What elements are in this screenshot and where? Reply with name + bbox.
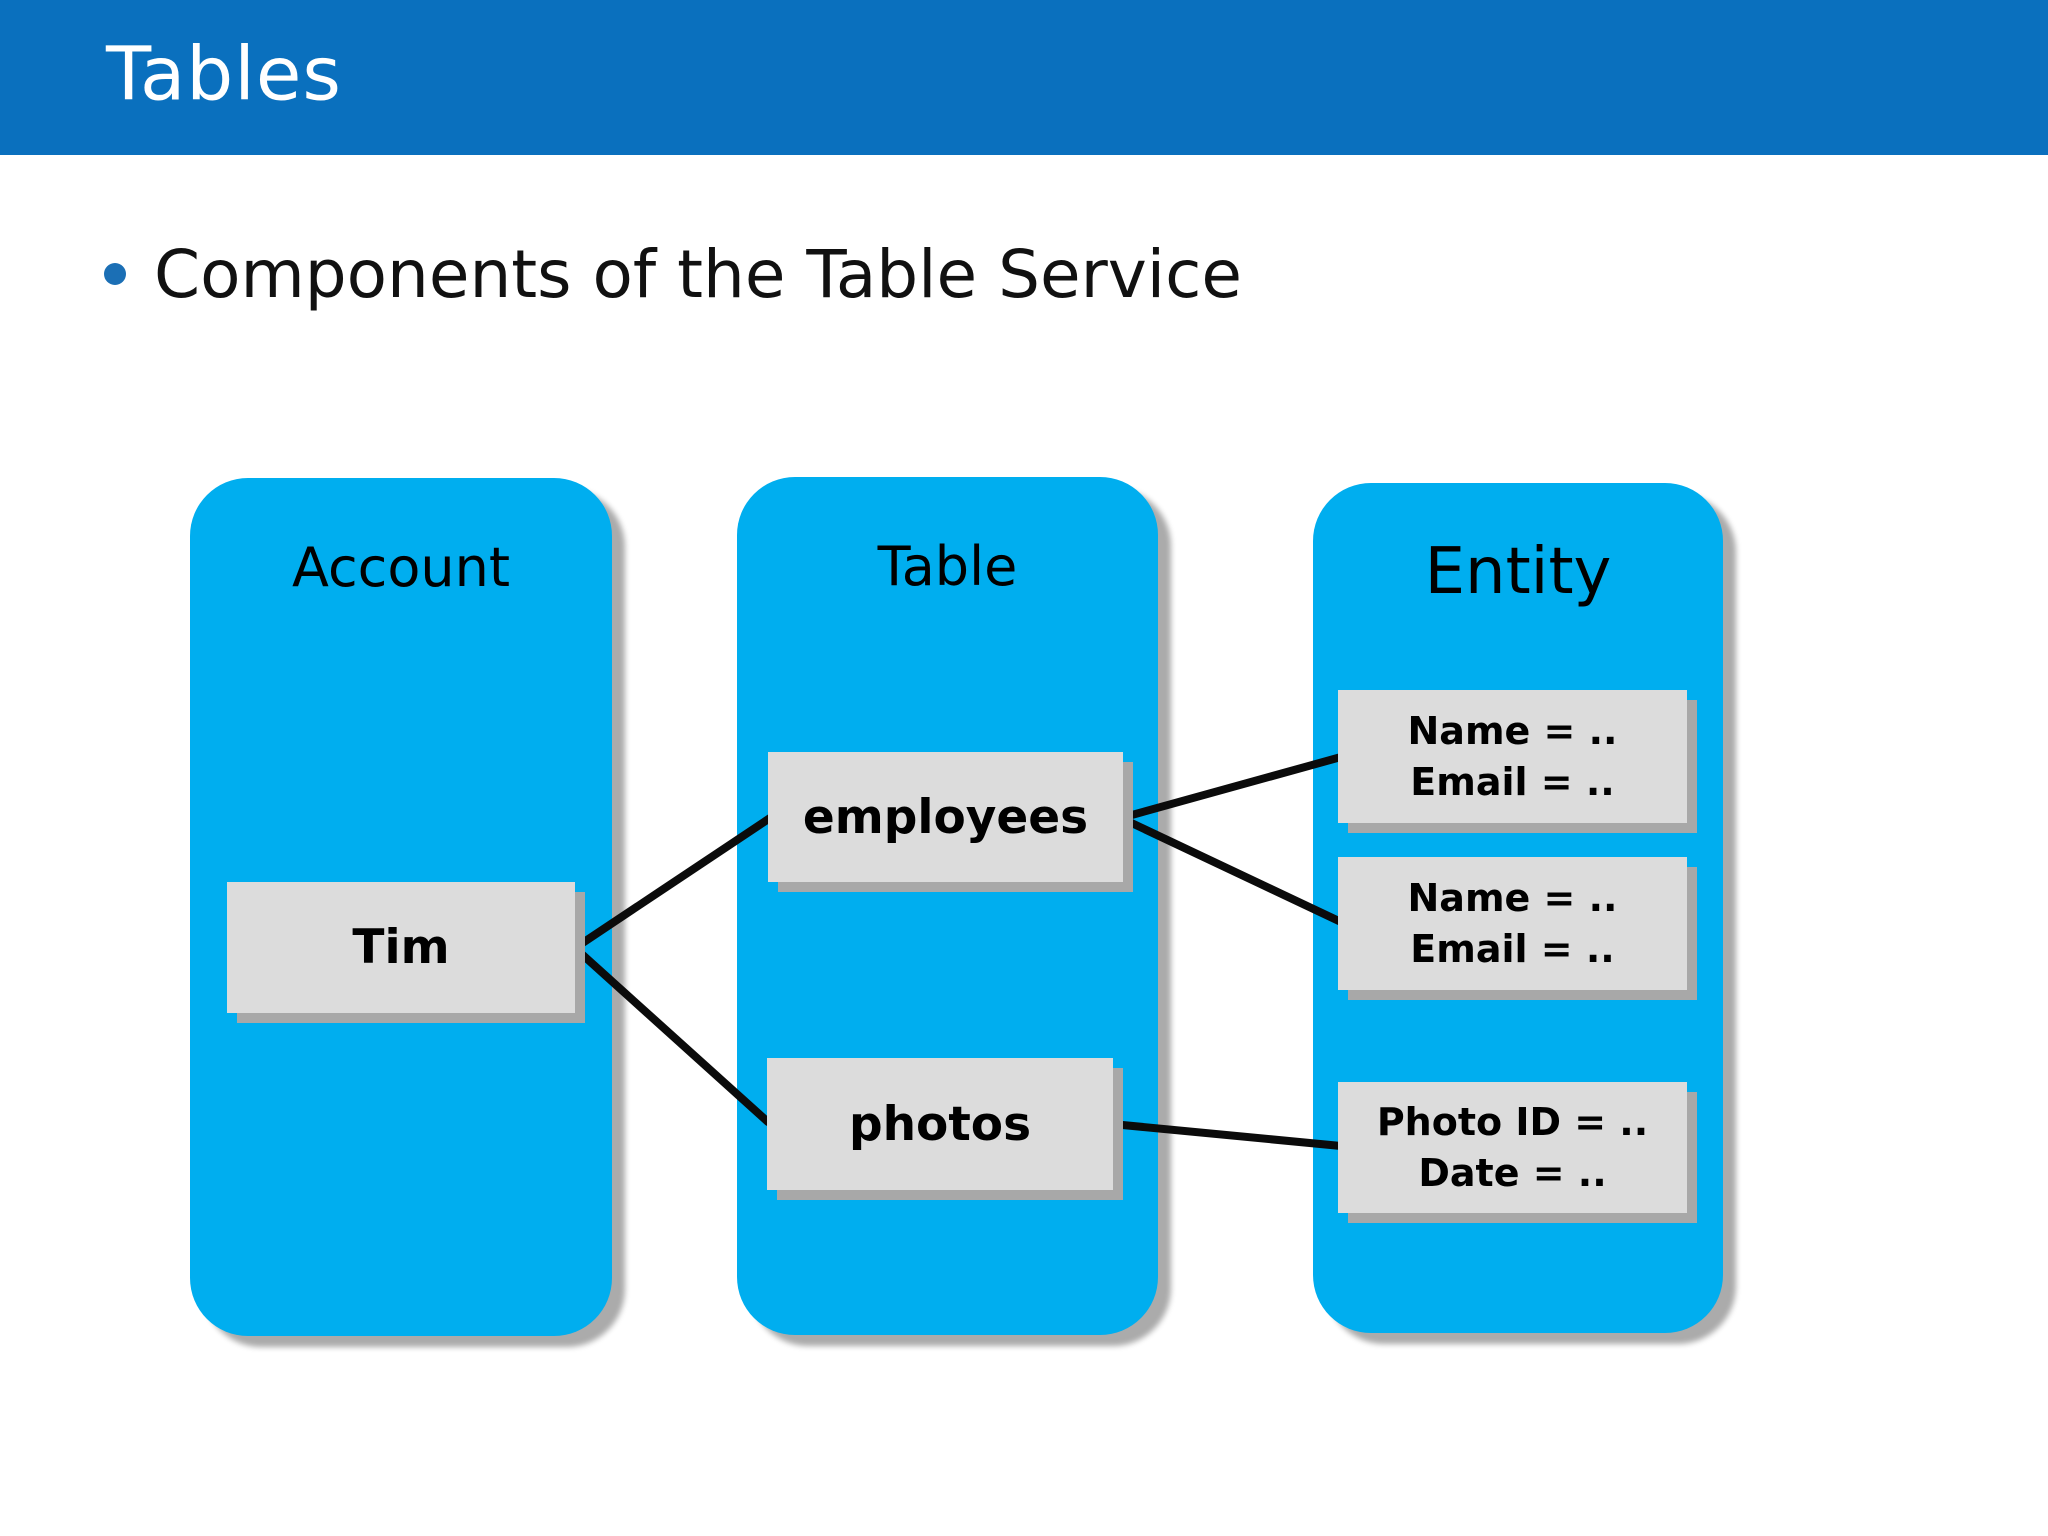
connector-employees-record2 bbox=[1117, 814, 1345, 926]
node-employees-label: employees bbox=[802, 789, 1089, 845]
entity-record-3-line-2: Date = .. bbox=[1418, 1150, 1607, 1195]
node-entity-record-1: Name = .. Email = .. bbox=[1338, 690, 1687, 823]
bullet-text: Components of the Table Service bbox=[154, 235, 1243, 313]
panel-entity-label: Entity bbox=[1424, 535, 1612, 609]
panel-account-label: Account bbox=[291, 536, 511, 599]
bullet-line: Components of the Table Service bbox=[104, 228, 1242, 320]
node-entity-record-3: Photo ID = .. Date = .. bbox=[1338, 1082, 1687, 1213]
entity-record-2-line-2: Email = .. bbox=[1410, 926, 1615, 971]
connector-photos-record3 bbox=[1108, 1120, 1345, 1150]
node-tim-label: Tim bbox=[352, 920, 450, 975]
node-employees: employees bbox=[768, 752, 1123, 882]
connector-employees-record1 bbox=[1117, 753, 1345, 822]
panel-table: Table bbox=[737, 477, 1158, 1335]
entity-record-1-line-1: Name = .. bbox=[1407, 709, 1618, 754]
node-photos: photos bbox=[767, 1058, 1113, 1190]
slide-title: Tables bbox=[106, 31, 342, 118]
entity-record-1-line-2: Email = .. bbox=[1410, 759, 1615, 804]
entity-record-3-line-1: Photo ID = .. bbox=[1376, 1100, 1649, 1145]
header-bar: Tables bbox=[0, 0, 2048, 155]
entity-record-2-line-1: Name = .. bbox=[1407, 876, 1618, 921]
connector-tim-photos bbox=[571, 944, 772, 1126]
node-photos-label: photos bbox=[848, 1096, 1032, 1152]
node-tim: Tim bbox=[227, 882, 575, 1013]
bullet-icon bbox=[104, 263, 126, 285]
panel-table-label: Table bbox=[877, 535, 1018, 598]
node-entity-record-2: Name = .. Email = .. bbox=[1338, 857, 1687, 990]
connector-tim-employees bbox=[571, 814, 774, 952]
